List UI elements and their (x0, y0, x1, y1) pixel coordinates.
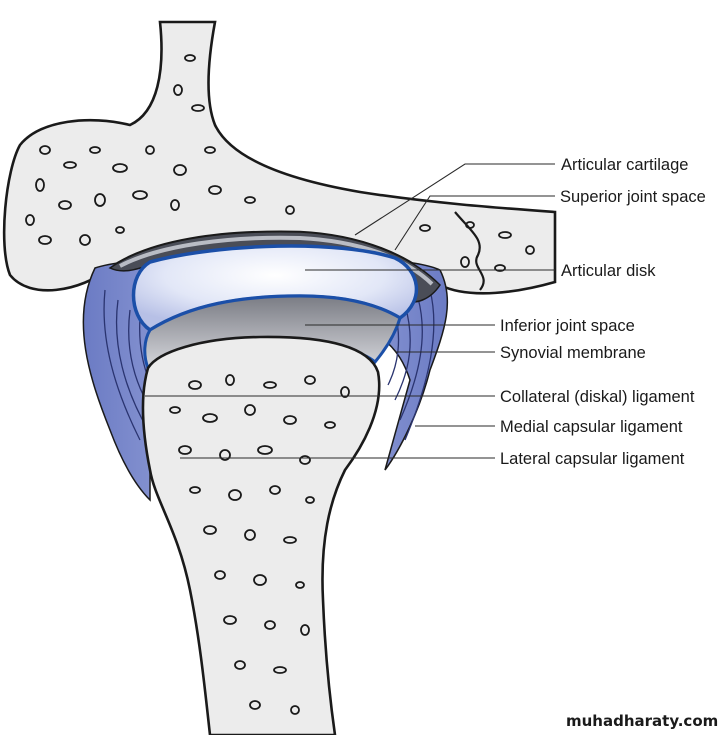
mandibular-condyle (141, 335, 381, 735)
label-collateral-ligament: Collateral (diskal) ligament (500, 388, 695, 406)
label-lateral-capsular-ligament: Lateral capsular ligament (500, 450, 685, 468)
capsule-fibers (103, 289, 435, 441)
label-inferior-joint-space: Inferior joint space (500, 317, 635, 335)
label-medial-capsular-ligament: Medial capsular ligament (500, 418, 683, 436)
suture-line (454, 211, 485, 291)
trabecular-pores (25, 54, 535, 715)
label-articular-disk: Articular disk (561, 262, 656, 280)
label-articular-cartilage: Articular cartilage (561, 156, 688, 174)
leader-lines (145, 163, 555, 459)
label-superior-joint-space: Superior joint space (560, 188, 706, 206)
watermark: muhadharaty.com (566, 712, 718, 730)
label-synovial-membrane: Synovial membrane (500, 344, 646, 362)
